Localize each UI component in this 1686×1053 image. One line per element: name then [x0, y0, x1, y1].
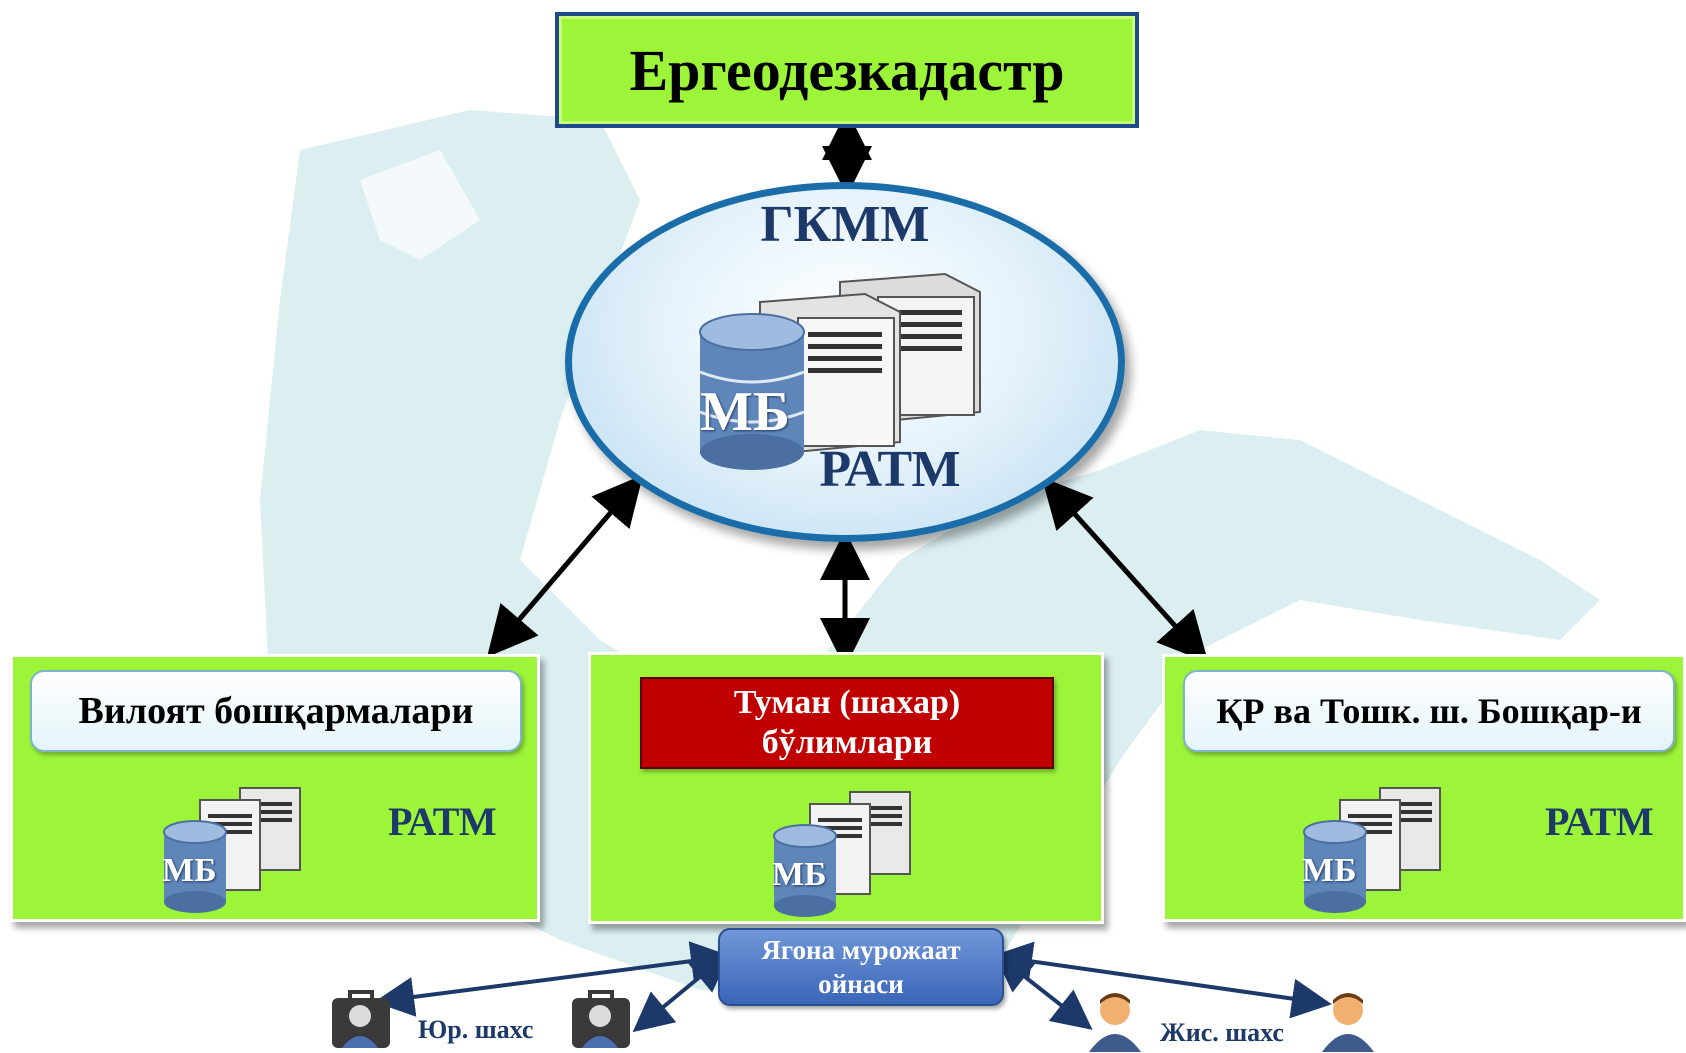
republic-db-label: МБ [1302, 852, 1357, 889]
arrow-window-individual-1 [993, 952, 1093, 1030]
arrow-center-left [487, 474, 643, 658]
district-title-line2: бўлимлари [761, 724, 933, 761]
regional-title: Вилоят бошқармалари [78, 690, 474, 732]
center-system-label: РАТМ [819, 441, 961, 498]
user-icon [1322, 993, 1374, 1052]
arrow-window-individual-2 [992, 941, 1332, 1019]
district-db-label: МБ [772, 856, 827, 893]
ergeodezkadastr-box: Ергеодезкадастр [555, 12, 1139, 128]
republic-title: ҚР ва Тошк. ш. Бошқар-и [1216, 691, 1642, 731]
arrow-window-legal-1 [374, 941, 731, 1017]
arrow-window-legal-2 [632, 951, 731, 1033]
arrow-center-right [1041, 477, 1209, 663]
center-servers-icon [699, 272, 981, 470]
district-title-line1: Туман (шахар) [733, 684, 961, 721]
single-window-box: Ягона мурожаат ойнаси [718, 928, 1004, 1006]
republic-system-label: РАТМ [1545, 799, 1654, 844]
gkmm-title: ГКММ [760, 196, 930, 253]
republic-title-box: ҚР ва Тошк. ш. Бошқар-и [1183, 670, 1675, 752]
single-window-line1: Ягона мурожаат [761, 935, 961, 965]
ergeodezkadastr-title: Ергеодезкадастр [629, 37, 1065, 103]
user-icon [1089, 993, 1141, 1052]
republic-servers-icon [1303, 787, 1441, 913]
database-icon [699, 313, 805, 470]
district-servers-icon [773, 791, 911, 917]
center-db-label: МБ [700, 381, 790, 443]
district-title-box: Туман (шахар) бўлимлари [640, 677, 1054, 769]
regional-system-label: РАТМ [388, 799, 497, 844]
regional-db-label: МБ [162, 852, 217, 889]
legal-entity-label: Юр. шахс [418, 1015, 534, 1044]
single-window-line2: ойнаси [818, 969, 904, 999]
businessman-icon [332, 990, 390, 1048]
regional-servers-icon [163, 787, 301, 913]
businessman-icon [572, 990, 630, 1048]
individual-label: Жис. шахс [1160, 1018, 1284, 1047]
regional-title-box: Вилоят бошқармалари [30, 670, 522, 752]
